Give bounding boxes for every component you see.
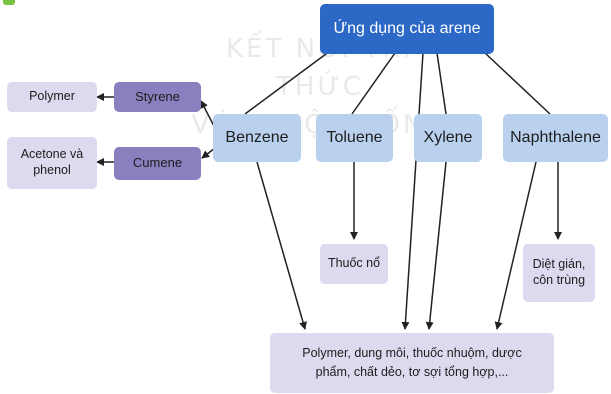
node-toluene: Toluene — [316, 114, 393, 162]
link-xylene-common — [425, 161, 447, 330]
link-root-naphthalene — [484, 52, 551, 115]
node-polymer: Polymer — [7, 82, 97, 112]
node-explosive: Thuốc nổ — [320, 244, 388, 284]
node-naphthalene: Naphthalene — [503, 114, 608, 162]
node-insecticide: Diệt gián, côn trùng — [523, 244, 595, 302]
link-benzene-styrene — [200, 100, 216, 129]
publisher-logo — [3, 0, 125, 5]
link-benzene-cumene — [201, 147, 216, 159]
node-xylene: Xylene — [414, 114, 482, 162]
node-acetone-phenol: Acetone và phenol — [7, 137, 97, 189]
root-node: Ứng dụng của arene — [320, 4, 494, 54]
node-cumene: Cumene — [114, 147, 201, 180]
node-styrene: Styrene — [114, 82, 201, 112]
link-root-xylene — [436, 52, 447, 115]
link-root-benzene — [244, 50, 331, 115]
link-naphthalene-common — [494, 161, 537, 330]
link-root-toluene — [351, 52, 396, 115]
node-benzene: Benzene — [213, 114, 301, 162]
link-benzene-common — [256, 161, 307, 330]
link-root-common — [401, 52, 424, 330]
node-common-products: Polymer, dung môi, thuốc nhuộm, dược phẩ… — [270, 333, 554, 393]
